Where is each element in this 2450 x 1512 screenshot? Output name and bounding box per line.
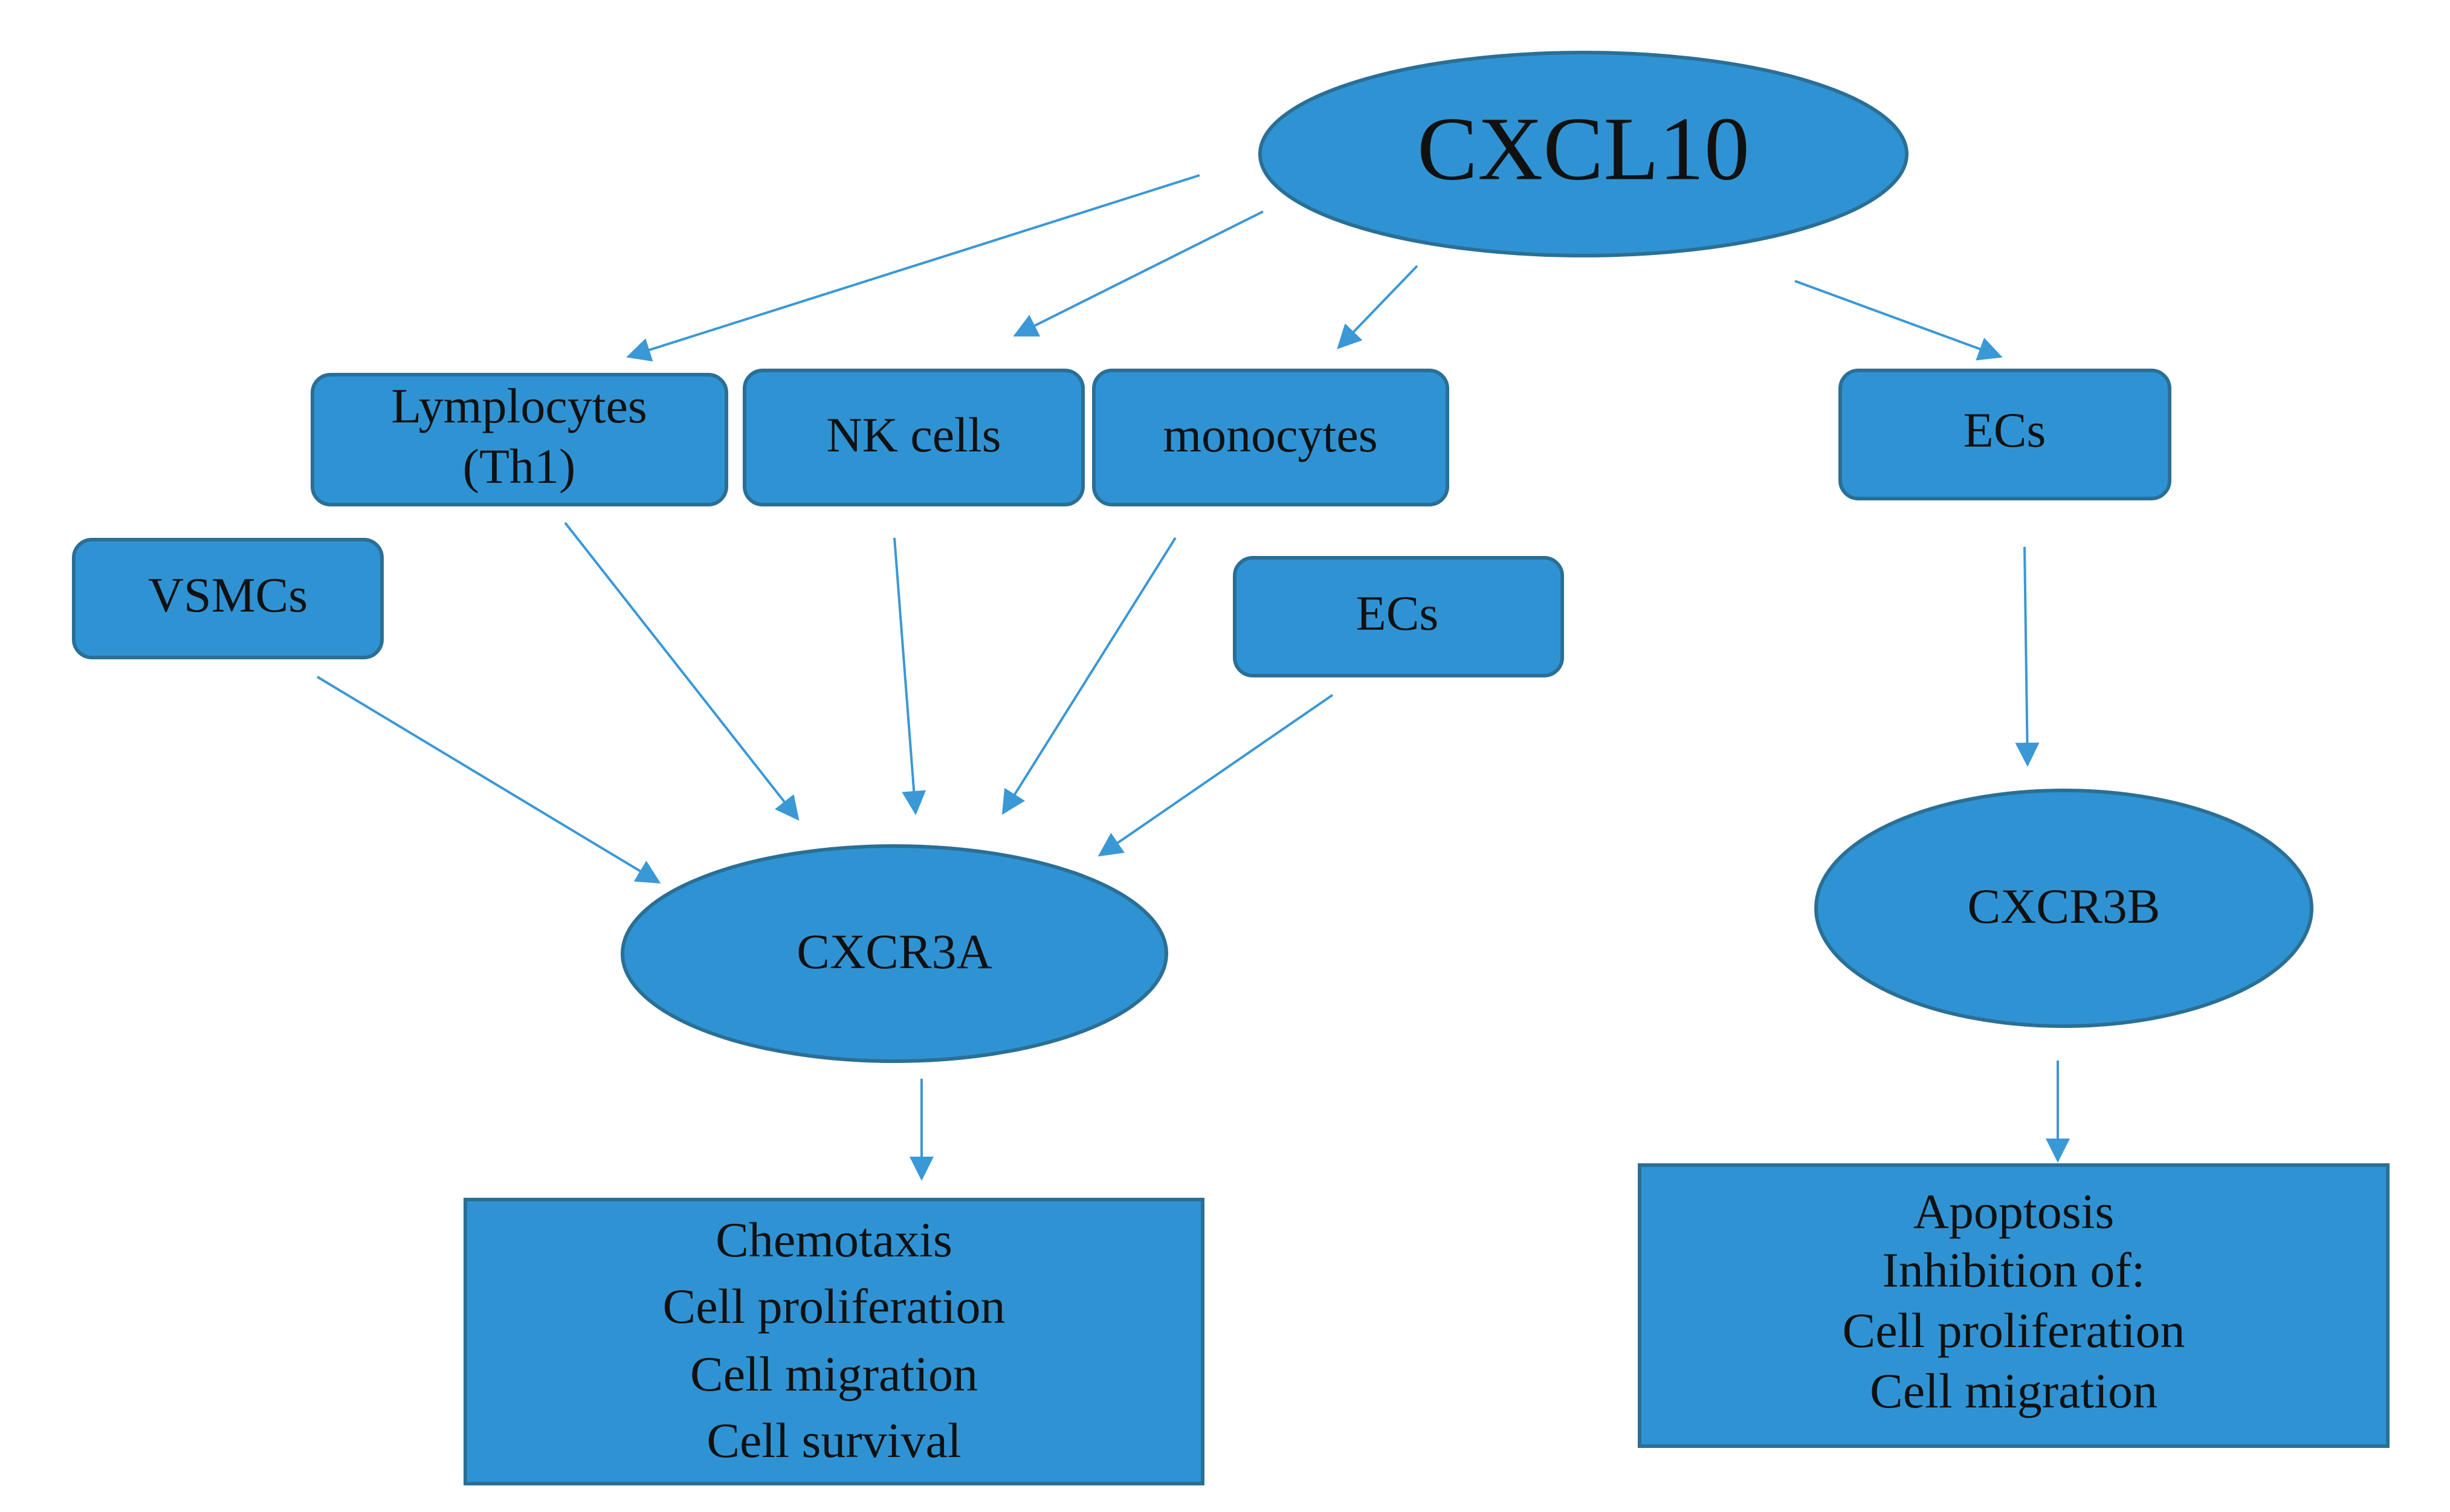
outcome-b-line1: Apoptosis — [1913, 1184, 2115, 1239]
ecs-left-label: ECs — [1356, 586, 1439, 641]
ecs-right-node: ECs — [1838, 369, 2171, 500]
outcome-a-line1: Chemotaxis — [716, 1212, 952, 1267]
ecs-right-label: ECs — [1964, 402, 2046, 457]
lymphocytes-label-line2: (Th1) — [463, 439, 576, 494]
arrow-cxcl10-to-lymphocytes — [626, 174, 1200, 362]
nk-cells-label: NK cells — [826, 407, 1001, 462]
arrow-ecs-left-to-cxcr3a — [1097, 694, 1334, 857]
arrow-cxcl10-to-monocytes — [1337, 265, 1418, 349]
outcome-b-box: Apoptosis Inhibition of: Cell proliferat… — [1638, 1163, 2390, 1448]
arrows — [316, 174, 2070, 1181]
outcome-b-line2: Inhibition of: — [1882, 1242, 2145, 1297]
outcome-b-line3: Cell proliferation — [1843, 1303, 2185, 1358]
arrow-vsmcs-to-cxcr3a — [316, 676, 661, 884]
cxcr3a-node: CXCR3A — [621, 844, 1168, 1063]
vsmcs-label: VSMCs — [148, 567, 308, 622]
cxcl10-node: CXCL10 — [1258, 51, 1909, 257]
cxcl10-label: CXCL10 — [1417, 99, 1750, 199]
cxcr3b-label: CXCR3B — [1968, 879, 2161, 934]
arrow-ecs-right-to-cxcr3b — [2015, 546, 2040, 767]
arrow-cxcl10-to-nk-cells — [1013, 210, 1264, 337]
outcome-a-line2: Cell proliferation — [663, 1279, 1006, 1334]
lymphocytes-node: Lymplocytes (Th1) — [311, 373, 728, 506]
vsmcs-node: VSMCs — [72, 538, 384, 659]
outcome-a-line4: Cell survival — [706, 1413, 961, 1468]
outcome-a-line3: Cell migration — [690, 1346, 978, 1401]
lymphocytes-label-line1: Lymplocytes — [391, 378, 647, 433]
arrow-lymphocytes-to-cxcr3a — [564, 522, 800, 821]
ecs-left-node: ECs — [1233, 556, 1564, 677]
outcome-a-box: Chemotaxis Cell proliferation Cell migra… — [464, 1198, 1204, 1485]
outcome-b-line4: Cell migration — [1870, 1363, 2157, 1418]
arrow-nk-cells-to-cxcr3a — [893, 537, 926, 815]
arrow-cxcl10-to-ecs-right — [1794, 280, 2003, 361]
nk-cells-node: NK cells — [743, 369, 1085, 506]
cxcr3a-label: CXCR3A — [797, 924, 992, 979]
arrow-monocytes-to-cxcr3a — [1001, 537, 1177, 815]
monocytes-label: monocytes — [1163, 407, 1377, 462]
monocytes-node: monocytes — [1092, 369, 1449, 506]
cxcr3b-node: CXCR3B — [1814, 789, 2313, 1028]
